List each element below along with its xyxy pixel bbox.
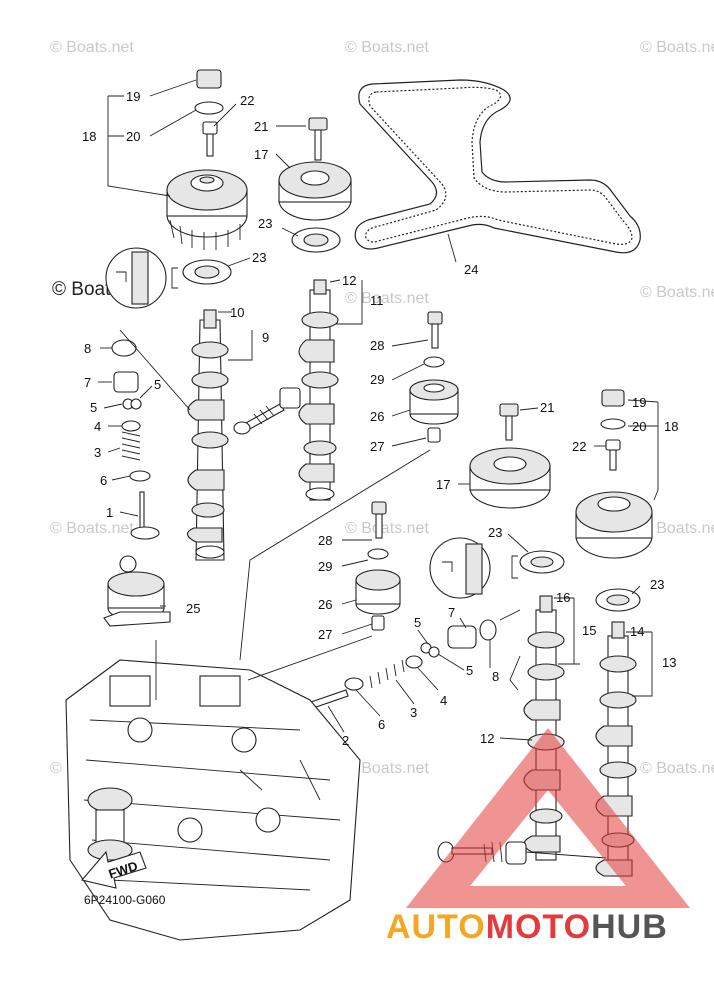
watermark: © Boats.net [640,39,714,56]
valve-1-stem [139,491,145,531]
part-label: 17 [436,477,450,492]
part-labels: 19 20 18 22 21 17 23 23 24 12 11 10 9 8 … [82,89,678,748]
part-label: 26 [318,597,332,612]
part-label: 6 [100,473,107,488]
part-label: 15 [582,623,596,638]
part-label: 21 [254,119,268,134]
watermark: © Boats.net [345,520,429,537]
cam-pulley-left [166,69,248,250]
part-label: 16 [556,590,570,605]
cam-pulley-right [575,389,653,559]
bolt-19 [196,69,222,89]
part-label: 23 [650,577,664,592]
brand-text: AUTOMOTOHUB [386,908,668,946]
part-label: 5 [90,400,97,415]
part-label: 7 [448,605,455,620]
camshaft-exhaust-left [298,279,339,501]
camshaft-intake-left [186,309,229,561]
part-label: 22 [240,93,254,108]
tensioner-25 [103,555,171,627]
part-label: 8 [84,341,91,356]
bolt-22-head [202,121,218,135]
part-label: 9 [262,330,269,345]
watermark: © Boats.net [640,284,714,301]
part-label: 1 [106,505,113,520]
part-label: 13 [662,655,676,670]
cam-pulley-17-upper [278,117,352,253]
part-label: 14 [630,624,644,639]
tensioner-stack-upper [409,311,459,443]
retainer-4 [121,420,141,432]
part-label: 4 [94,419,101,434]
part-label: 12 [480,731,494,746]
part-label: 5 [154,377,161,392]
part-label: 18 [82,129,96,144]
watermark: © Boats.net [50,39,134,56]
watermark: © Boats.net [345,290,429,307]
detail-callout-left [105,247,178,309]
valve-1-head [130,526,160,540]
brand-logo: AUTOMOTOHUB [386,728,690,946]
part-label: 28 [318,533,332,548]
part-label: 18 [664,419,678,434]
part-label: 11 [370,293,384,308]
part-label: 22 [572,439,586,454]
brand-triangle-logo [406,728,690,908]
part-label: 6 [378,717,385,732]
watermark: © Boats.net [345,39,429,56]
washer-20 [194,101,224,115]
timing-belt [354,79,641,254]
lifter-7 [113,371,139,393]
part-label: 8 [492,669,499,684]
detail-callout-right [429,537,518,599]
part-label: 10 [230,305,244,320]
part-label: 25 [186,601,200,616]
part-label: 28 [370,338,384,353]
part-label: 5 [466,663,473,678]
part-label: 19 [632,395,646,410]
seat-6 [129,470,151,482]
spring-3 [121,431,141,461]
part-label: 24 [464,262,478,277]
part-label: 4 [440,693,447,708]
part-label: 27 [370,439,384,454]
brand-part-3: HUB [591,908,668,946]
part-label: 26 [370,409,384,424]
bolt-22-shank [206,133,214,157]
valve-train-left [111,339,301,540]
watermark: © Boats.net [345,760,429,777]
brand-part-1: AUTO [386,908,486,946]
part-label: 27 [318,627,332,642]
part-label: 29 [370,372,384,387]
watermark: © Boats.net [640,520,714,537]
part-label: 23 [252,250,266,265]
leader-lines [98,79,659,741]
part-label: 7 [84,375,91,390]
part-label: 21 [540,400,554,415]
part-label: 20 [126,129,140,144]
part-label: 23 [488,525,502,540]
part-label: 3 [94,445,101,460]
brand-part-2: MOTO [486,908,591,946]
part-label: 3 [410,705,417,720]
part-label: 2 [342,733,349,748]
part-label: 20 [632,419,646,434]
part-label: 23 [258,216,272,231]
watermark: © Boats.net [50,520,134,537]
cam-pulley-17-lower [469,403,551,509]
part-label: 12 [342,273,356,288]
part-label: 29 [318,559,332,574]
diagram-code: 6P24100-G060 [84,893,166,907]
tensioner-stack-lower [355,501,401,631]
part-label: 17 [254,147,268,162]
part-label: 5 [414,615,421,630]
part-label: 19 [126,89,140,104]
watermark: © Boats.net [640,760,714,777]
shim-8 [111,339,137,357]
camshaft-intake-right [523,595,565,861]
